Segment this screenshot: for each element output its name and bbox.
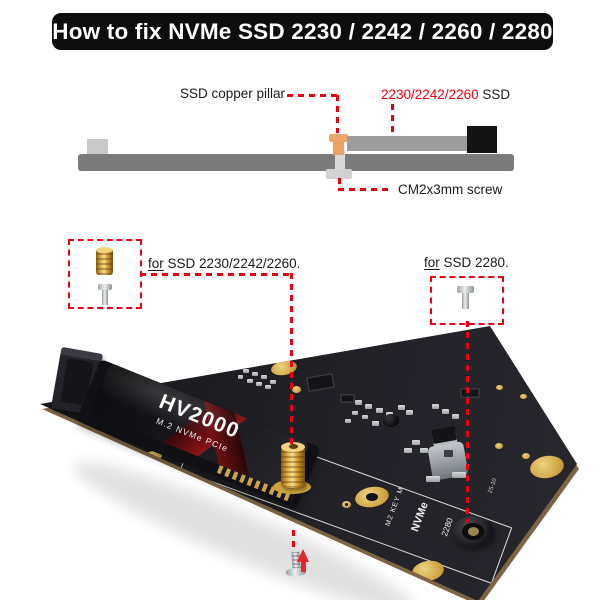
for-word-right: for bbox=[424, 255, 440, 270]
smd-part bbox=[247, 379, 253, 383]
smd-chip bbox=[460, 388, 480, 398]
kit-screw-head-icon bbox=[98, 284, 112, 290]
kit2280-screw-head-icon bbox=[457, 286, 474, 293]
ssd-size-label-black: SSD bbox=[478, 87, 511, 102]
smd-part bbox=[252, 372, 258, 376]
soic-chip bbox=[305, 372, 336, 393]
smd-part bbox=[238, 375, 243, 379]
bottom-screw-line bbox=[292, 530, 295, 551]
smd-part bbox=[420, 448, 428, 453]
gold-pad bbox=[269, 358, 299, 378]
smd-part bbox=[243, 369, 249, 373]
pillar-callout-line-h bbox=[287, 94, 337, 97]
diagram-screw-shaft bbox=[335, 150, 345, 171]
smd-part bbox=[372, 421, 379, 426]
smd-part bbox=[265, 385, 271, 389]
silkscreen-small-mark: 25-10 bbox=[487, 477, 499, 495]
brass-pillar bbox=[281, 446, 305, 488]
diagram-ssd-connector-end bbox=[467, 126, 497, 153]
gold-pad bbox=[495, 443, 503, 449]
screw-callout-line-h bbox=[338, 188, 393, 191]
corner-pad bbox=[528, 453, 566, 481]
kit-caption-right-rest: SSD 2280. bbox=[439, 255, 509, 270]
diagram-copper-pillar-body bbox=[333, 141, 344, 155]
kit-caption-left-rest: SSD 2230/2242/2260. bbox=[163, 256, 301, 271]
smd-part bbox=[345, 419, 351, 423]
smd-part bbox=[452, 414, 459, 419]
for-word-left: for bbox=[148, 256, 164, 271]
grommet-hole bbox=[468, 527, 479, 536]
gold-pad bbox=[520, 394, 527, 399]
gold-pad bbox=[522, 453, 530, 459]
kit2280-screw-shaft-icon bbox=[462, 293, 469, 309]
screw-callout-line-v bbox=[338, 178, 341, 190]
mount-hole bbox=[366, 493, 378, 501]
smd-part bbox=[362, 415, 368, 419]
brass-pillar-hole bbox=[289, 444, 298, 449]
smd-part bbox=[412, 440, 420, 445]
smd-part bbox=[404, 448, 412, 453]
smd-part bbox=[376, 408, 383, 413]
kit-box-2230-2242-2260 bbox=[68, 239, 142, 309]
page-title: How to fix NVMe SSD 2230 / 2242 / 2260 /… bbox=[52, 13, 553, 50]
red-arrow-up-icon bbox=[297, 549, 309, 562]
left-kit-to-pillar-line bbox=[290, 273, 293, 446]
dpak-chip bbox=[430, 426, 458, 444]
smd-part bbox=[432, 404, 439, 409]
smd-part bbox=[352, 411, 358, 415]
smd-part bbox=[365, 404, 372, 409]
ssd-callout-line-v bbox=[391, 104, 394, 136]
smd-chip bbox=[340, 394, 355, 403]
kit-box-2280 bbox=[430, 276, 504, 325]
gold-pad bbox=[496, 385, 503, 390]
diagram-screw-head bbox=[326, 169, 352, 179]
diagram-left-block bbox=[87, 139, 108, 155]
smd-part bbox=[261, 375, 267, 379]
kit-left-connector-h bbox=[140, 273, 293, 276]
red-arrow-stem bbox=[301, 561, 306, 572]
brass-pillar-icon bbox=[96, 249, 113, 275]
inductor-marking bbox=[444, 450, 453, 457]
copper-pillar-label: SSD copper pillar bbox=[179, 86, 285, 101]
diagram-ssd-bar bbox=[347, 136, 471, 151]
ssd-size-label: 2230/2242/2260 SSD bbox=[381, 87, 510, 102]
kit-caption-right: for SSD 2280. bbox=[424, 255, 509, 270]
smd-part bbox=[270, 380, 276, 384]
gold-pad bbox=[292, 386, 301, 393]
inductor-foot bbox=[452, 472, 466, 478]
ssd-size-label-red: 2230/2242/2260 bbox=[381, 87, 479, 102]
brass-pillar-top-icon bbox=[96, 247, 113, 253]
diagram-copper-pillar-cap bbox=[329, 134, 348, 142]
round-component bbox=[383, 414, 399, 427]
pillar-callout-line-v bbox=[336, 95, 339, 133]
smd-part bbox=[442, 409, 449, 414]
kit-caption-left: for SSD 2230/2242/2260. bbox=[148, 256, 300, 271]
smd-part bbox=[355, 400, 362, 405]
right-kit-to-hole-line bbox=[466, 321, 469, 522]
diagram-adapter-board bbox=[78, 154, 514, 171]
pin-hole bbox=[345, 503, 348, 506]
smd-part bbox=[406, 410, 413, 415]
kit-screw-shaft-icon bbox=[102, 290, 108, 305]
smd-part bbox=[256, 382, 262, 386]
smd-part bbox=[398, 405, 405, 410]
screw-label: CM2x3mm screw bbox=[398, 182, 503, 197]
inductor-foot bbox=[426, 476, 440, 482]
